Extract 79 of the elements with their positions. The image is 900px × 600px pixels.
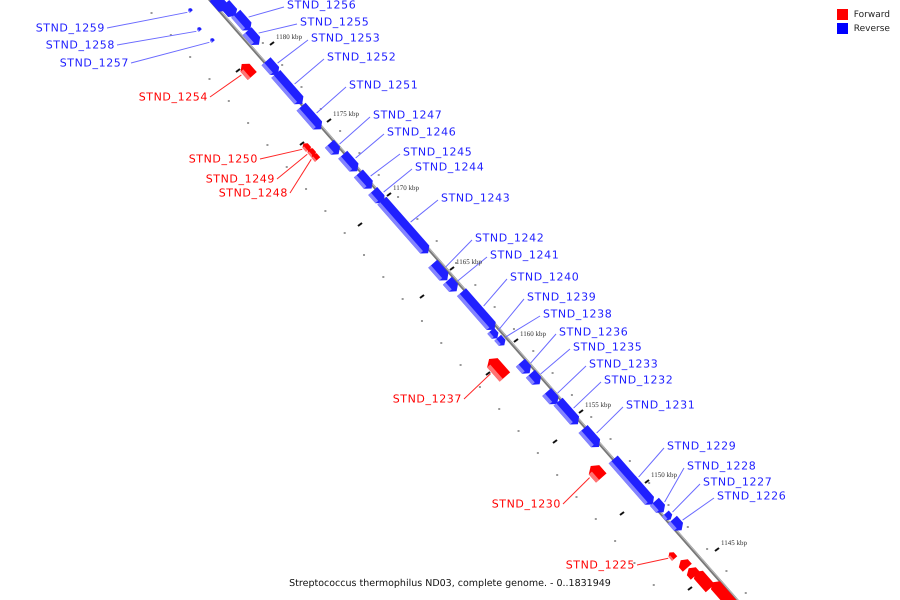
leader-line <box>276 154 308 180</box>
gene-feature <box>666 550 678 560</box>
gene-label: STND_1238 <box>543 308 612 320</box>
gene-label: STND_1258 <box>46 38 115 52</box>
gene-feature <box>196 26 202 32</box>
gene-feature <box>494 334 508 348</box>
leader-line <box>258 24 298 34</box>
leader-line <box>573 382 602 409</box>
gene-label: STND_1242 <box>475 232 544 244</box>
gene-label: STND_1250 <box>188 152 258 166</box>
leader-line <box>106 12 188 28</box>
gene-feature <box>487 327 501 341</box>
gene-label: STND_1251 <box>349 78 418 92</box>
leader-line <box>562 477 590 504</box>
gene-label: STND_1225 <box>566 558 635 572</box>
gene-label: STND_1247 <box>373 108 442 122</box>
gene-label: STND_1233 <box>589 358 658 370</box>
gene-label: STND_1235 <box>573 340 642 354</box>
leader-line <box>210 74 242 98</box>
leader-line <box>682 498 714 521</box>
caption: Streptococcus thermophilus ND03, complete genome. - 0..1831949 <box>289 578 611 589</box>
leader-line <box>277 40 308 64</box>
gene-feature <box>187 7 193 13</box>
legend-label: Forward <box>854 10 890 20</box>
leader-line <box>664 468 684 503</box>
gene-label: STND_1243 <box>441 192 510 204</box>
gene-label: STND_1232 <box>604 374 674 386</box>
leader-line <box>457 256 488 282</box>
gene-label: STND_1236 <box>559 326 628 338</box>
leader-line <box>294 58 324 85</box>
leader-line <box>383 168 412 193</box>
leader-line <box>410 200 438 223</box>
leader-line <box>638 448 664 478</box>
legend-label: Reverse <box>854 24 890 34</box>
gene-label: STND_1252 <box>327 50 396 64</box>
gene-label: STND_1237 <box>392 392 462 406</box>
leader-line <box>530 334 556 364</box>
gene-label: STND_1239 <box>527 290 596 304</box>
gene-label: STND_1256 <box>287 0 356 12</box>
leader-line <box>355 134 384 159</box>
leader-line <box>116 30 197 46</box>
leader-line <box>316 86 346 114</box>
gene-label: STND_1246 <box>387 126 456 138</box>
gene-label: STND_1226 <box>717 490 786 502</box>
gene-feature <box>209 37 215 43</box>
gene-label: STND_1245 <box>403 146 472 158</box>
leader-line <box>540 348 570 375</box>
leader-line <box>445 240 472 268</box>
gene-label: STND_1248 <box>218 186 288 200</box>
leader-line <box>290 158 312 194</box>
gene-label: STND_1240 <box>510 270 580 284</box>
gene-label: STND_1259 <box>36 22 105 34</box>
leader-line <box>557 366 586 394</box>
gene-feature <box>310 150 320 162</box>
leader-line <box>483 278 508 307</box>
leader-line <box>596 406 624 434</box>
gene-label: STND_1230 <box>492 498 561 510</box>
gene-label: STND_1241 <box>490 248 560 262</box>
leader-line <box>130 42 210 64</box>
gene-label: STND_1229 <box>667 440 736 452</box>
gene-label: STND_1244 <box>415 160 484 174</box>
leader-line <box>505 316 540 338</box>
leader-line <box>260 148 303 160</box>
leader-line <box>464 373 492 400</box>
leader-line <box>498 298 524 331</box>
leader-line <box>672 484 700 513</box>
leader-line <box>248 6 284 18</box>
gene-label: STND_1249 <box>206 172 275 186</box>
leader-line <box>636 558 669 566</box>
gene-label: STND_1228 <box>687 460 756 472</box>
gene-label: STND_1254 <box>138 90 208 104</box>
leader-line <box>339 116 370 145</box>
gene-label: STND_1231 <box>626 398 696 412</box>
gene-label: STND_1257 <box>60 56 129 70</box>
gene-label: STND_1255 <box>300 16 370 28</box>
gene-label: STND_1253 <box>311 32 380 44</box>
leader-line <box>370 154 400 177</box>
gene-label: STND_1227 <box>703 476 772 488</box>
gene-feature <box>662 510 674 522</box>
